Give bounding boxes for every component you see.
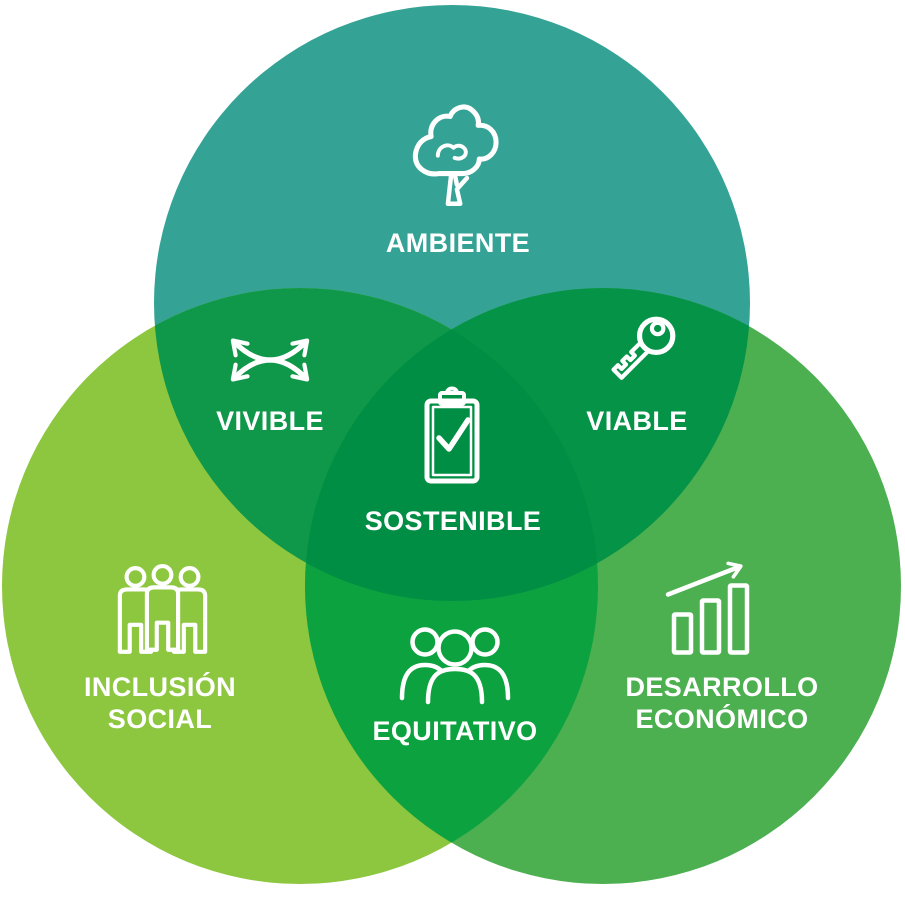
crossed-arrows-icon [218, 318, 322, 402]
inclusion-social-label: INCLUSIÓN SOCIAL [10, 671, 310, 735]
sostenible-label: SOSTENIBLE [364, 506, 542, 536]
tree-icon [402, 103, 514, 215]
equitativo-label: EQUITATIVO [372, 716, 538, 746]
clipboard-check-icon [402, 380, 502, 494]
three-people-standing-icon [100, 552, 225, 656]
inclusion-social-label-line1: INCLUSIÓN [83, 672, 237, 702]
people-group-icon [395, 612, 515, 712]
desarrollo-economico-label-line1: DESARROLLO [625, 672, 819, 702]
inclusion-social-label-line2: SOCIAL [107, 704, 213, 734]
bar-chart-growth-arrow-icon [662, 551, 762, 659]
desarrollo-economico-label: DESARROLLO ECONÓMICO [572, 671, 872, 735]
viable-label: VIABLE [586, 406, 688, 436]
ambiente-label: AMBIENTE [385, 228, 531, 258]
key-icon [588, 300, 692, 404]
desarrollo-economico-label-line2: ECONÓMICO [635, 704, 809, 734]
vivible-label: VIVIBLE [216, 406, 324, 436]
